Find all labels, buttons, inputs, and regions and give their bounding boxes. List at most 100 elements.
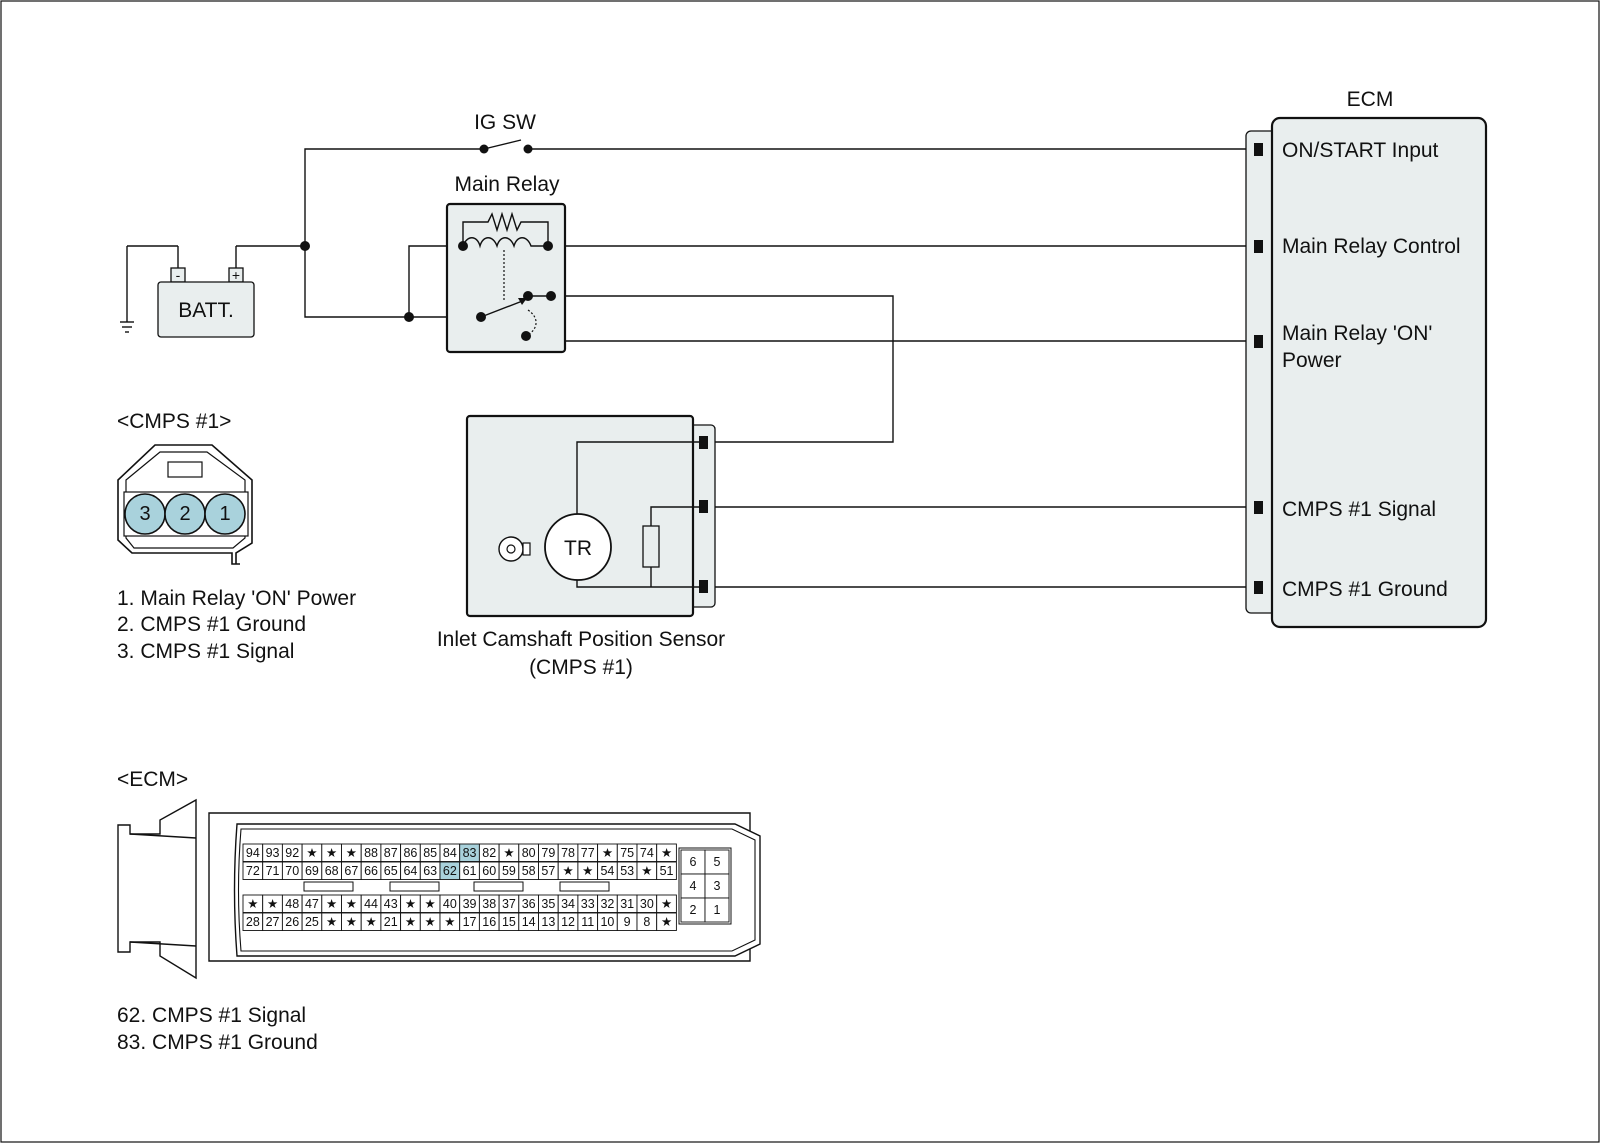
battery-label: BATT. <box>178 299 234 322</box>
ecm-pin-number: 26 <box>285 915 299 929</box>
ecm-pin-number: 15 <box>502 915 516 929</box>
ecm-pin-cell <box>656 861 677 880</box>
ecm-pin-number: ★ <box>602 846 613 860</box>
ecm-pin-number: 93 <box>266 846 280 860</box>
ecm-pin-number: 84 <box>443 846 457 860</box>
ecm-pin-number: 62 <box>443 864 457 878</box>
ecm-pin-number: 28 <box>246 915 260 929</box>
ecm-pin-number: 60 <box>482 864 496 878</box>
cmps-connector: <CMPS #1> 3 2 1 1. Main Relay 'ON' Power… <box>117 410 356 663</box>
ecm-pin-number: ★ <box>562 864 573 878</box>
ecm-side-pin-cell <box>680 873 706 899</box>
ecm-side-pin-number: 5 <box>714 855 721 869</box>
ig-switch[interactable]: IG SW <box>474 111 536 154</box>
ecm-pin-number: 75 <box>620 846 634 860</box>
ecm-pin-number: 51 <box>660 864 674 878</box>
ecm-pin-number: 33 <box>581 897 595 911</box>
ecm-side-pin-number: 1 <box>714 903 721 917</box>
magnet-icon <box>498 536 531 562</box>
ecm-input-cmps-signal: CMPS #1 Signal <box>1282 498 1436 521</box>
ecm-pin-number: ★ <box>365 915 376 929</box>
ecm-pin-number: 92 <box>285 846 299 860</box>
cmps-pin-label: 3 <box>139 503 150 525</box>
ecm-pin-number: 58 <box>522 864 536 878</box>
sensor-caption-1: Inlet Camshaft Position Sensor <box>437 628 725 651</box>
ecm-legend-2: 83. CMPS #1 Ground <box>117 1031 318 1054</box>
ecm-pin-number: 39 <box>463 897 477 911</box>
ecm-side-pin-number: 4 <box>690 879 697 893</box>
wires <box>236 139 1258 588</box>
ecm-pin-number: 37 <box>502 897 516 911</box>
ecm-pin-number: 11 <box>581 915 594 929</box>
ecm-input-on-start: ON/START Input <box>1282 139 1439 162</box>
ecm-pin-cell <box>656 894 677 913</box>
ecm-pin-number: ★ <box>582 864 593 878</box>
camshaft-position-sensor: TR Inlet Camshaft Position Sensor (CMPS … <box>437 414 725 679</box>
main-relay: Main Relay <box>445 173 567 354</box>
ecm-pin-number: 82 <box>482 846 496 860</box>
ecm-module: ECM ON/START Input Main Relay Control Ma… <box>1245 88 1488 629</box>
ecm-pin-number: ★ <box>346 846 357 860</box>
ecm-input-cmps-ground: CMPS #1 Ground <box>1282 578 1448 601</box>
ecm-pin-number: 13 <box>541 915 555 929</box>
ecm-pin-number: 48 <box>285 897 299 911</box>
ecm-pin-number: 27 <box>266 915 280 929</box>
ecm-body <box>1270 116 1488 629</box>
battery-plus-label: + <box>232 267 240 283</box>
ecm-pin-number: 31 <box>620 897 634 911</box>
ecm-pin-number: 74 <box>640 846 654 860</box>
ecm-pin-number: 83 <box>463 846 477 860</box>
ecm-pin-number: 85 <box>423 846 437 860</box>
cmps-pin-1 <box>204 493 246 535</box>
ecm-pin-number: 43 <box>384 897 398 911</box>
battery-minus-label: - <box>176 267 181 283</box>
ecm-pin-number: ★ <box>405 915 416 929</box>
ecm-pin-number: 32 <box>600 897 614 911</box>
ecm-pin-number: ★ <box>326 915 337 929</box>
ecm-pin-number: 44 <box>364 897 378 911</box>
ecm-pin-number: 8 <box>643 915 650 929</box>
ecm-pin-number: 79 <box>541 846 555 860</box>
ecm-pin-number: 57 <box>541 864 555 878</box>
ecm-pin-number: 35 <box>541 897 555 911</box>
sensor-pin-ground <box>699 580 708 593</box>
ecm-pin-number: 69 <box>305 864 319 878</box>
ecm-connector-heading: <ECM> <box>117 768 188 791</box>
ecm-pin-number: ★ <box>425 897 436 911</box>
ecm-pin-cmps-signal <box>1254 501 1263 514</box>
ecm-pin-number: 54 <box>600 864 614 878</box>
ecm-side-pin-number: 3 <box>714 879 721 893</box>
ecm-pin-number: 64 <box>403 864 417 878</box>
ecm-legend-1: 62. CMPS #1 Signal <box>117 1004 306 1027</box>
cmps-legend-2: 2. CMPS #1 Ground <box>117 613 306 636</box>
ecm-pin-cell <box>656 912 677 931</box>
ecm-pin-number: ★ <box>405 897 416 911</box>
sensor-resistor <box>642 525 660 568</box>
ecm-pin-number: ★ <box>425 915 436 929</box>
ecm-pin-number: 77 <box>581 846 595 860</box>
battery-body <box>157 281 255 338</box>
ecm-pin-number: 17 <box>463 915 477 929</box>
sensor-caption-2: (CMPS #1) <box>529 656 633 679</box>
ecm-pin-number: ★ <box>641 864 652 878</box>
ecm-pin-number: 66 <box>364 864 378 878</box>
ecm-pin-number: 86 <box>403 846 417 860</box>
ecm-pin-number: 72 <box>246 864 260 878</box>
cmps-connector-heading: <CMPS #1> <box>117 410 231 433</box>
ecm-pin-number: ★ <box>661 846 672 860</box>
junction-dot <box>300 241 310 251</box>
ecm-pin-number: ★ <box>503 846 514 860</box>
ecm-pin-on-start <box>1254 143 1263 156</box>
ecm-pin-number: 70 <box>285 864 299 878</box>
ecm-input-relay-on-power-1: Main Relay 'ON' <box>1282 322 1432 345</box>
ecm-pin-number: 25 <box>305 915 319 929</box>
ecm-pin-number: 9 <box>624 915 631 929</box>
ecm-pin-number: 59 <box>502 864 516 878</box>
ecm-pin-number: 38 <box>482 897 496 911</box>
transistor-label: TR <box>564 537 592 560</box>
ecm-side-pin-cell <box>704 849 730 875</box>
ecm-pin-number: 47 <box>305 897 319 911</box>
ecm-pin-number: ★ <box>444 915 455 929</box>
